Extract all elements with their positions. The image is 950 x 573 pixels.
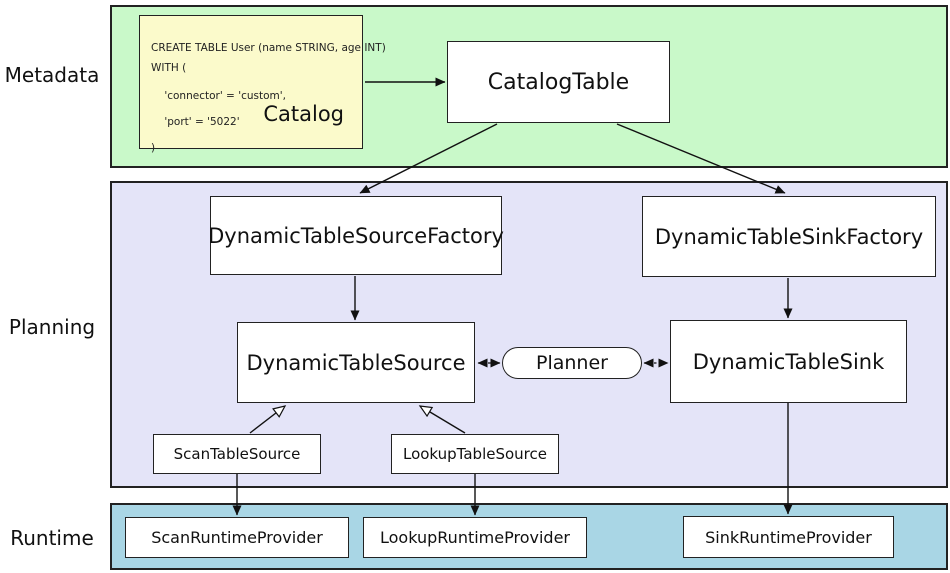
node-planner: Planner: [502, 347, 642, 379]
sql-code-line: ): [151, 142, 156, 154]
node-sink-runtime-provider: SinkRuntimeProvider: [683, 516, 894, 558]
sql-code-line: 'port' = '5022': [151, 116, 240, 128]
sql-code-line: WITH (: [151, 62, 187, 74]
node-dynamic-table-source: DynamicTableSource: [237, 322, 475, 403]
planning-layer-label: Planning: [8, 315, 96, 339]
metadata-layer-label: Metadata: [4, 63, 100, 87]
catalog-sql-note: CREATE TABLE User (name STRING, age INT)…: [139, 15, 386, 154]
catalog-label: Catalog: [263, 102, 344, 126]
node-dynamic-table-sink-factory: DynamicTableSinkFactory: [642, 196, 936, 277]
node-scan-runtime-provider: ScanRuntimeProvider: [125, 517, 349, 558]
node-scan-table-source: ScanTableSource: [153, 434, 321, 474]
node-lookup-runtime-provider: LookupRuntimeProvider: [363, 517, 587, 558]
node-lookup-table-source: LookupTableSource: [391, 434, 559, 474]
node-catalog-table: CatalogTable: [447, 41, 670, 123]
node-dynamic-table-source-factory: DynamicTableSourceFactory: [208, 196, 504, 275]
runtime-layer-label: Runtime: [10, 526, 94, 550]
node-dynamic-table-sink: DynamicTableSink: [670, 320, 907, 403]
sql-code-line: CREATE TABLE User (name STRING, age INT): [151, 42, 386, 54]
sql-code-line: 'connector' = 'custom',: [151, 90, 286, 102]
